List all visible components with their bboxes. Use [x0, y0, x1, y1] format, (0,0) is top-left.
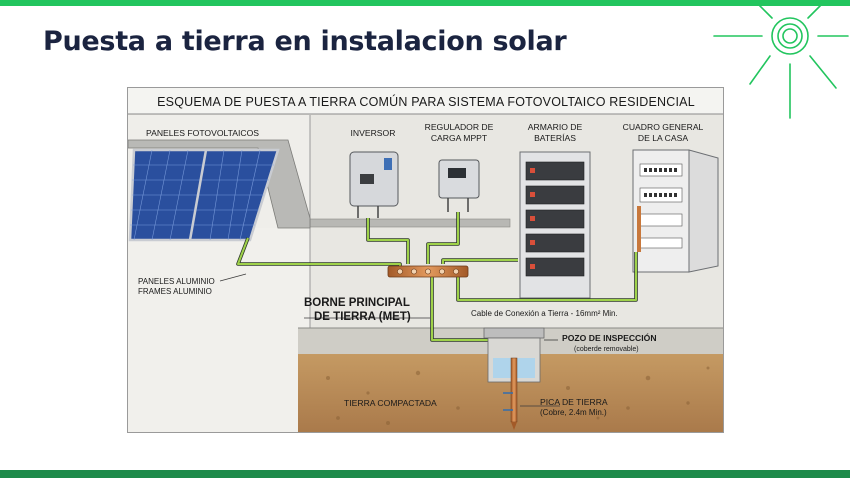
diagram-heading: ESQUEMA DE PUESTA A TIERRA COMÚN PARA SI…: [157, 94, 695, 109]
label-ground-rod: PICA DE TIERRA: [540, 397, 608, 407]
label-inverter: INVERSOR: [351, 128, 396, 138]
charge-regulator: [438, 159, 480, 212]
top-accent-bar: [0, 0, 850, 6]
main-panelboard: [632, 149, 719, 273]
label-met-line2: DE TIERRA (MET): [314, 311, 411, 323]
label-compacted-soil: TIERRA COMPACTADA: [344, 398, 437, 408]
battery-cabinet: [519, 151, 591, 299]
solar-panels: [128, 148, 280, 242]
label-panelboard-line1: CUADRO GENERAL: [623, 122, 704, 132]
inverter: [349, 151, 399, 218]
label-met-line1: BORNE PRINCIPAL: [304, 297, 410, 309]
page-title: Puesta a tierra en instalacion solar: [43, 26, 567, 57]
label-panelboard-line2: DE LA CASA: [638, 133, 688, 143]
label-frames-line1: PANELES ALUMINIO: [138, 277, 215, 286]
main-earthing-terminal: [387, 265, 469, 278]
label-battery-line2: BATERÍAS: [534, 133, 576, 143]
label-inspection-pit: POZO DE INSPECCIÓN: [562, 332, 657, 343]
label-ground-cable: Cable de Conexión a Tierra - 16mm² Min.: [471, 309, 618, 318]
bottom-accent-bar: [0, 470, 850, 478]
label-panels: PANELES FOTOVOLTAICOS: [146, 128, 259, 138]
inspection-pit: [483, 327, 545, 383]
label-frames-line2: FRAMES ALUMINIO: [138, 287, 212, 296]
label-battery-line1: ARMARIO DE: [528, 122, 583, 132]
ground-rod: [510, 357, 518, 423]
label-inspection-pit-note: (coberde removable): [574, 346, 639, 353]
label-ground-rod-note: (Cobre, 2.4m Min.): [540, 408, 607, 417]
label-regulator-line2: CARGA MPPT: [431, 133, 488, 143]
grounding-diagram: ESQUEMA DE PUESTA A TIERRA COMÚN PARA SI…: [127, 87, 724, 433]
label-regulator-line1: REGULADOR DE: [425, 122, 494, 132]
sun-icon: [713, 1, 849, 119]
